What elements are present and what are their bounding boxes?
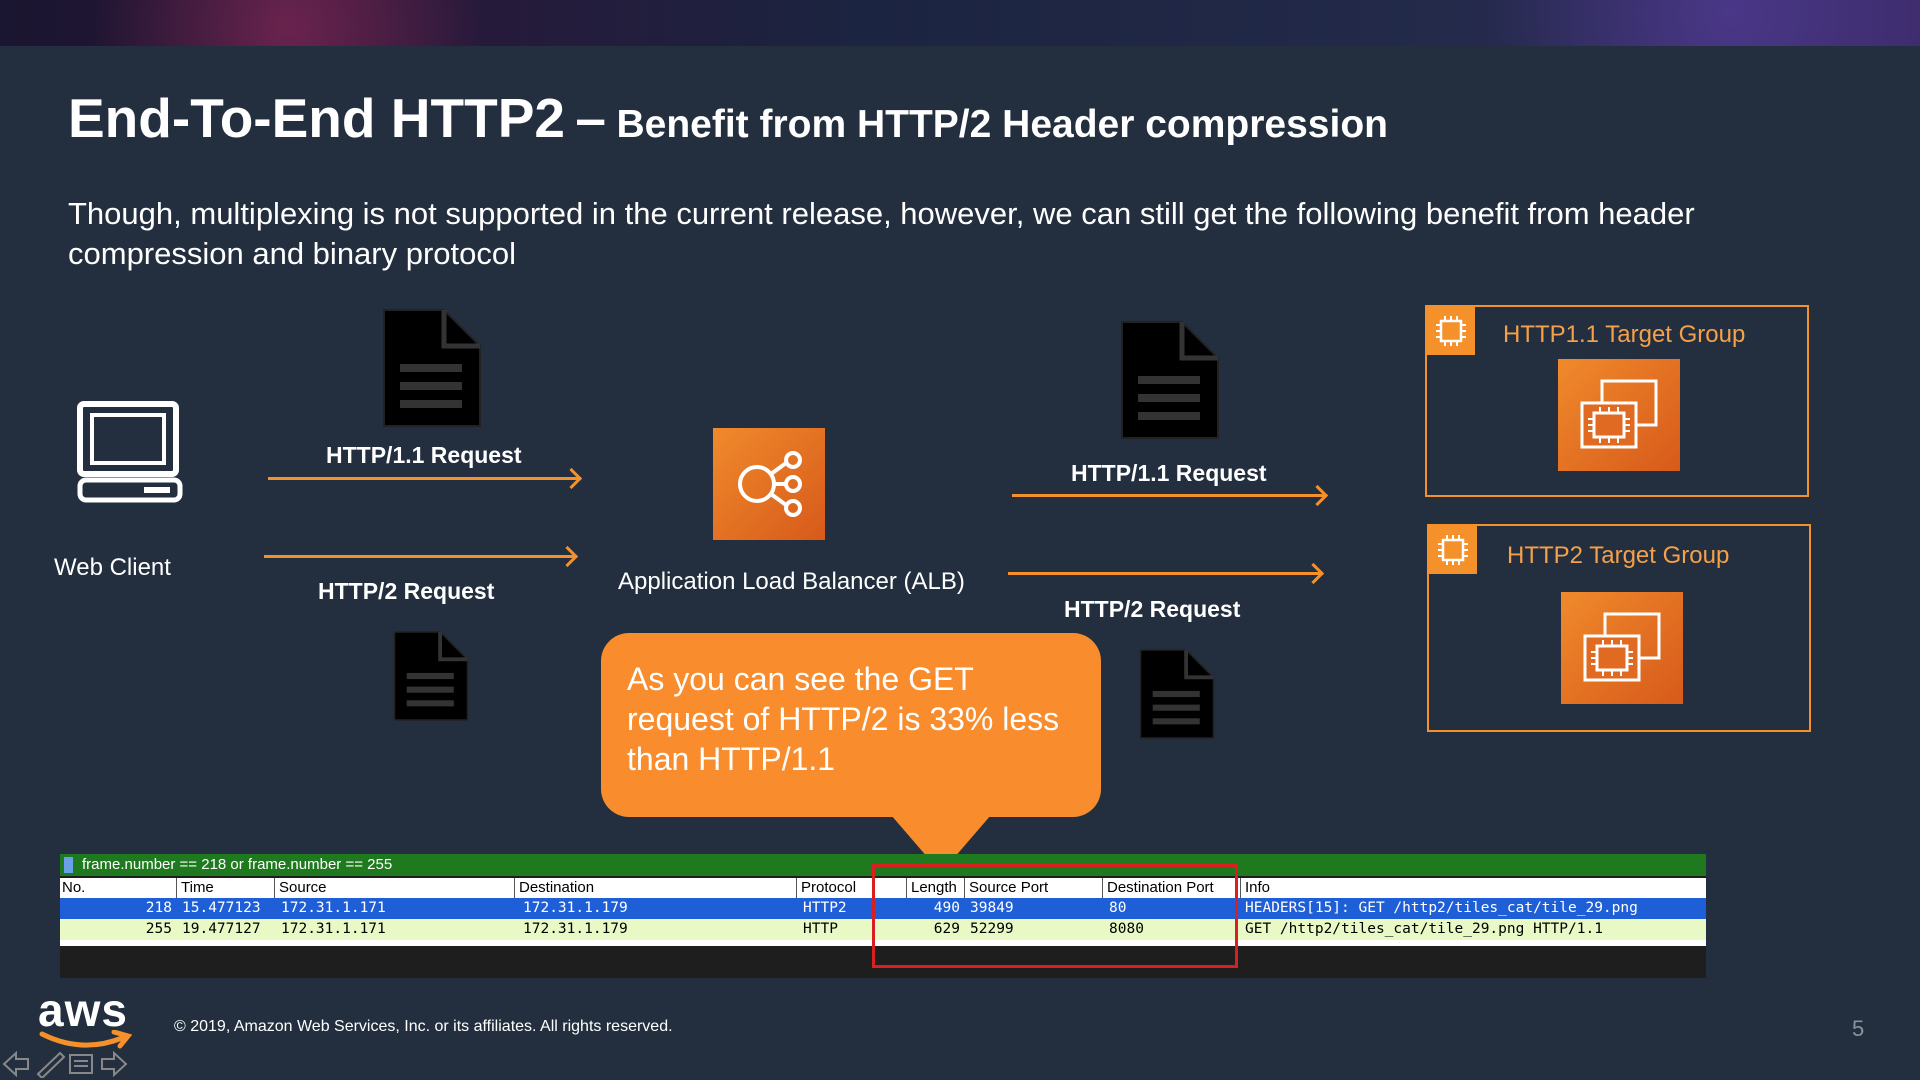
aws-logo: aws [38, 984, 133, 1057]
right-http2-label: HTTP/2 Request [1064, 596, 1241, 622]
title-sub: Benefit from HTTP/2 Header compression [616, 103, 1388, 146]
callout-bubble: As you can see the GET request of HTTP/2… [601, 633, 1101, 873]
column-header-time[interactable]: Time [176, 878, 274, 898]
cell-no: 218 [145, 900, 172, 916]
document-icon [1121, 321, 1219, 439]
highlight-box [872, 864, 1238, 968]
wireshark-packet-list: frame.number == 218 or frame.number == 2… [60, 854, 1706, 978]
page-title: End-To-End HTTP2 – Benefit from HTTP/2 H… [68, 86, 1388, 150]
laptop-icon [77, 401, 183, 503]
document-icon [393, 631, 469, 721]
web-client-label: Web Client [54, 554, 171, 581]
cell-destination: 172.31.1.179 [523, 921, 628, 937]
cell-destination-port: 80 [1109, 900, 1127, 916]
cell-protocol: HTTP [803, 921, 838, 937]
cell-no: 255 [145, 921, 172, 937]
chip-icon [1427, 307, 1475, 355]
display-filter-text: frame.number == 218 or frame.number == 2… [82, 856, 393, 873]
top-banner [0, 0, 1920, 46]
left-http11-arrow [268, 477, 578, 480]
column-header-destination-port[interactable]: Destination Port [1102, 878, 1240, 898]
column-header-info[interactable]: Info [1240, 878, 1706, 898]
cell-length: 629 [933, 921, 960, 937]
packet-list-gap [60, 940, 1706, 946]
document-icon [1139, 649, 1215, 739]
cell-destination: 172.31.1.179 [523, 900, 628, 916]
alb-label: Application Load Balancer (ALB) [618, 568, 965, 595]
packet-list-header: No. Time Source Destination Protocol Len… [60, 878, 1706, 898]
cell-source-port: 39849 [970, 900, 1014, 916]
column-header-destination[interactable]: Destination [514, 878, 796, 898]
callout-text: As you can see the GET request of HTTP/2… [627, 661, 1060, 777]
ec2-instances-icon [1558, 359, 1680, 471]
column-header-no[interactable]: No. [62, 879, 86, 896]
right-http11-arrow [1012, 494, 1324, 497]
right-http11-label: HTTP/1.1 Request [1071, 460, 1267, 486]
left-http11-label: HTTP/1.1 Request [326, 442, 522, 468]
cell-time: 15.477123 [182, 900, 261, 916]
tg1-title: HTTP1.1 Target Group [1503, 321, 1746, 348]
prev-slide-icon[interactable] [2, 1050, 29, 1078]
cell-destination-port: 8080 [1109, 921, 1144, 937]
cell-info: HEADERS[15]: GET /http2/tiles_cat/tile_2… [1245, 900, 1638, 916]
cell-source: 172.31.1.171 [281, 900, 386, 916]
document-icon [383, 309, 481, 427]
chip-icon [1429, 526, 1477, 574]
left-http2-arrow [264, 555, 574, 558]
aws-smile-icon [39, 1029, 133, 1049]
aws-logo-text: aws [38, 984, 128, 1036]
ec2-instances-icon [1561, 592, 1683, 704]
intro-text: Though, multiplexing is not supported in… [68, 196, 1695, 271]
column-header-protocol[interactable]: Protocol [796, 878, 906, 898]
right-http2-arrow [1008, 572, 1320, 575]
column-header-length[interactable]: Length [906, 878, 964, 898]
packet-row[interactable]: 255 19.477127 172.31.1.171 172.31.1.179 … [60, 919, 1706, 940]
tg2-title: HTTP2 Target Group [1507, 542, 1730, 569]
title-dash: – [575, 87, 607, 149]
column-header-source-port[interactable]: Source Port [964, 878, 1102, 898]
page-number: 5 [1852, 1016, 1865, 1041]
copyright-footer: © 2019, Amazon Web Services, Inc. or its… [174, 1018, 673, 1035]
bookmark-icon [64, 857, 73, 873]
cell-length: 490 [933, 900, 960, 916]
alb-icon [713, 428, 825, 540]
http2-target-group: HTTP2 Target Group [1427, 524, 1811, 732]
menu-icon[interactable] [69, 1054, 93, 1074]
left-http2-label: HTTP/2 Request [318, 578, 495, 604]
cell-time: 19.477127 [182, 921, 261, 937]
packet-row-selected[interactable]: 218 15.477123 172.31.1.171 172.31.1.179 … [60, 898, 1706, 919]
title-main: End-To-End HTTP2 [68, 87, 565, 149]
slide-nav-controls [2, 1050, 128, 1080]
cell-protocol: HTTP2 [803, 900, 847, 916]
cell-source: 172.31.1.171 [281, 921, 386, 937]
next-slide-icon[interactable] [101, 1050, 128, 1078]
http11-target-group: HTTP1.1 Target Group [1425, 305, 1809, 497]
cell-info: GET /http2/tiles_cat/tile_29.png HTTP/1.… [1245, 921, 1603, 937]
pen-icon[interactable] [36, 1051, 66, 1080]
cell-source-port: 52299 [970, 921, 1014, 937]
column-header-source[interactable]: Source [274, 878, 514, 898]
